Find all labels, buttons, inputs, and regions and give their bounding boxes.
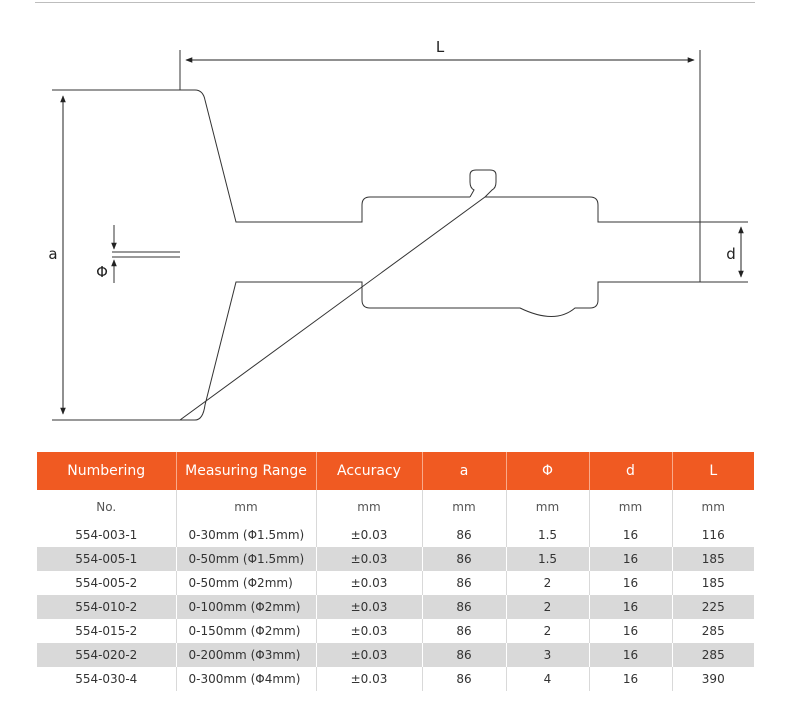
cell-d: 16 — [589, 643, 673, 667]
cell-L: 185 — [672, 571, 754, 595]
table-row: 554-030-4 0-300mm (Φ4mm) ±0.03 86 4 16 3… — [37, 667, 754, 691]
unit-cell: No. — [37, 490, 177, 523]
spec-table: Numbering Measuring Range Accuracy a Φ d… — [37, 452, 754, 691]
cell-accuracy: ±0.03 — [316, 547, 423, 571]
cell-numbering: 554-020-2 — [37, 643, 177, 667]
cell-a: 86 — [422, 547, 507, 571]
cell-d: 16 — [589, 523, 673, 547]
top-divider — [35, 2, 755, 3]
label-a: a — [48, 245, 57, 263]
cell-accuracy: ±0.03 — [316, 667, 423, 691]
cell-accuracy: ±0.03 — [316, 595, 423, 619]
cell-d: 16 — [589, 571, 673, 595]
cell-numbering: 554-003-1 — [37, 523, 177, 547]
cell-L: 285 — [672, 643, 754, 667]
unit-cell: mm — [506, 490, 590, 523]
cell-phi: 3 — [506, 643, 590, 667]
header-row: Numbering Measuring Range Accuracy a Φ d… — [37, 452, 754, 490]
header-d: d — [589, 452, 673, 490]
cell-numbering: 554-030-4 — [37, 667, 177, 691]
label-d: d — [726, 245, 736, 263]
cell-a: 86 — [422, 643, 507, 667]
header-numbering: Numbering — [37, 452, 177, 490]
table-row: 554-005-2 0-50mm (Φ2mm) ±0.03 86 2 16 18… — [37, 571, 754, 595]
cell-a: 86 — [422, 619, 507, 643]
cell-numbering: 554-005-2 — [37, 571, 177, 595]
cell-numbering: 554-010-2 — [37, 595, 177, 619]
cell-phi: 1.5 — [506, 523, 590, 547]
cell-L: 185 — [672, 547, 754, 571]
cell-L: 225 — [672, 595, 754, 619]
cell-phi: 2 — [506, 595, 590, 619]
header-L: L — [672, 452, 754, 490]
cell-a: 86 — [422, 571, 507, 595]
cell-range: 0-50mm (Φ2mm) — [176, 571, 317, 595]
header-phi: Φ — [506, 452, 590, 490]
cell-accuracy: ±0.03 — [316, 523, 423, 547]
cell-accuracy: ±0.03 — [316, 571, 423, 595]
cell-L: 116 — [672, 523, 754, 547]
header-a: a — [422, 452, 507, 490]
cell-a: 86 — [422, 523, 507, 547]
depth-gauge-drawing: L a d Φ — [48, 38, 748, 421]
cell-range: 0-200mm (Φ3mm) — [176, 643, 317, 667]
table-row: 554-015-2 0-150mm (Φ2mm) ±0.03 86 2 16 2… — [37, 619, 754, 643]
cell-phi: 4 — [506, 667, 590, 691]
thumb-wheel-shape — [469, 169, 497, 198]
unit-cell: mm — [589, 490, 673, 523]
header-accuracy: Accuracy — [316, 452, 423, 490]
table-row: 554-010-2 0-100mm (Φ2mm) ±0.03 86 2 16 2… — [37, 595, 754, 619]
cell-phi: 1.5 — [506, 547, 590, 571]
cell-phi: 2 — [506, 571, 590, 595]
unit-cell: mm — [316, 490, 423, 523]
cell-range: 0-100mm (Φ2mm) — [176, 595, 317, 619]
label-L: L — [436, 38, 445, 56]
cell-d: 16 — [589, 595, 673, 619]
cell-accuracy: ±0.03 — [316, 643, 423, 667]
table-row: 554-003-1 0-30mm (Φ1.5mm) ±0.03 86 1.5 1… — [37, 523, 754, 547]
cell-numbering: 554-005-1 — [37, 547, 177, 571]
table-row: 554-020-2 0-200mm (Φ3mm) ±0.03 86 3 16 2… — [37, 643, 754, 667]
units-row: No. mm mm mm mm mm mm — [37, 490, 754, 523]
unit-cell: mm — [176, 490, 317, 523]
cell-range: 0-300mm (Φ4mm) — [176, 667, 317, 691]
cell-a: 86 — [422, 595, 507, 619]
cell-range: 0-30mm (Φ1.5mm) — [176, 523, 317, 547]
cell-L: 285 — [672, 619, 754, 643]
table-row: 554-005-1 0-50mm (Φ1.5mm) ±0.03 86 1.5 1… — [37, 547, 754, 571]
cell-a: 86 — [422, 667, 507, 691]
header-measuring-range: Measuring Range — [176, 452, 317, 490]
cell-phi: 2 — [506, 619, 590, 643]
unit-cell: mm — [422, 490, 507, 523]
cell-accuracy: ±0.03 — [316, 619, 423, 643]
cell-d: 16 — [589, 619, 673, 643]
cell-range: 0-150mm (Φ2mm) — [176, 619, 317, 643]
unit-cell: mm — [672, 490, 754, 523]
cell-d: 16 — [589, 547, 673, 571]
cell-d: 16 — [589, 667, 673, 691]
cell-numbering: 554-015-2 — [37, 619, 177, 643]
cell-L: 390 — [672, 667, 754, 691]
gauge-outline — [178, 89, 701, 421]
label-phi: Φ — [96, 263, 108, 281]
cell-range: 0-50mm (Φ1.5mm) — [176, 547, 317, 571]
